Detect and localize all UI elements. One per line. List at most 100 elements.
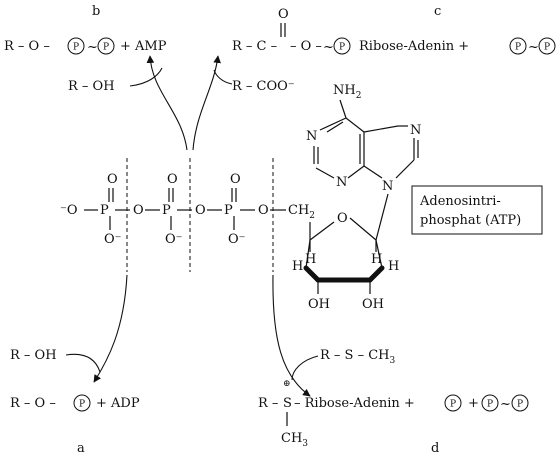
reaction-d-charge: ⊕ bbox=[283, 379, 291, 389]
reaction-b-substrate: R – OH bbox=[68, 79, 115, 94]
reaction-d-ribose: – Ribose-Adenin + bbox=[294, 396, 415, 411]
reaction-d-substrate: R – S – CH3 bbox=[320, 348, 396, 366]
atp-label-box: Adenosintri- phosphat (ATP) bbox=[411, 185, 543, 235]
bond bbox=[347, 165, 365, 179]
bond bbox=[375, 239, 383, 269]
ribose-h1: H bbox=[305, 252, 316, 267]
atp-p1: P bbox=[100, 203, 109, 218]
reaction-a-ro: R – O – bbox=[10, 396, 56, 411]
atp-o-neg2: O⁻ bbox=[165, 232, 183, 247]
arrow-substrate-b bbox=[129, 67, 163, 87]
reaction-a-substrate: R – OH bbox=[10, 348, 57, 363]
arrow-substrate-d bbox=[291, 355, 319, 381]
atp-o-top2: O bbox=[167, 172, 178, 187]
atp-o-neg1: O⁻ bbox=[104, 232, 122, 247]
atp-o-bridge1: O bbox=[133, 203, 144, 218]
phosphate-circle bbox=[481, 394, 499, 412]
reaction-d-plus: + bbox=[468, 396, 479, 411]
arrow-to-a bbox=[93, 274, 128, 383]
phosphate-p: P bbox=[544, 43, 550, 53]
bond bbox=[319, 117, 347, 131]
reaction-d-product: R – ⊕ S CH3 – Ribose-Adenin + P + P ~ P bbox=[258, 379, 529, 449]
phosphate-circle bbox=[333, 37, 351, 55]
reaction-c-side-product: Ribose-Adenin + P ~ P bbox=[359, 37, 556, 55]
bond bbox=[305, 239, 311, 269]
reaction-c-substrate: R – COO⁻ bbox=[232, 79, 295, 94]
adenine-n7: N bbox=[410, 123, 421, 138]
reaction-c-product: R – C – O – O – ~ P bbox=[232, 7, 351, 55]
atp-o-top3: O bbox=[230, 172, 241, 187]
ribose-h4: H bbox=[388, 259, 399, 274]
phosphate-p: P bbox=[339, 43, 345, 53]
ribose-bold-bond bbox=[367, 265, 385, 283]
atp-p3: P bbox=[224, 203, 233, 218]
ribose-h3: H bbox=[292, 259, 303, 274]
reaction-b-product: R – O – P ~ P + AMP bbox=[4, 37, 167, 55]
reaction-c-tilde-2: ~ bbox=[528, 40, 539, 55]
bond bbox=[309, 221, 335, 241]
adenine-nh2: NH2 bbox=[333, 83, 361, 101]
atp-o-neg3: O⁻ bbox=[228, 232, 246, 247]
bond bbox=[339, 99, 347, 119]
reaction-d-s: S bbox=[283, 396, 292, 411]
bond bbox=[395, 159, 415, 179]
reaction-d-r: R – bbox=[258, 396, 278, 411]
arrow-substrate-c bbox=[213, 69, 233, 85]
reaction-c-ester-o: – O – bbox=[290, 39, 322, 54]
atp-box-line2: phosphat (ATP) bbox=[420, 213, 521, 228]
ribose-ring: O H H H H OH OH bbox=[292, 193, 399, 312]
atp-o-top1: O bbox=[107, 172, 118, 187]
atp-box-frame bbox=[411, 185, 543, 235]
arrow-to-d bbox=[272, 274, 311, 397]
adenine-n3: N bbox=[336, 175, 347, 190]
reaction-c-ribose: Ribose-Adenin + bbox=[359, 39, 469, 54]
label-d: d bbox=[431, 441, 439, 456]
adenine-n1: N bbox=[306, 129, 317, 144]
phosphate-p: P bbox=[103, 43, 109, 53]
adenine-n9: N bbox=[382, 179, 393, 194]
ribose-h2: H bbox=[371, 252, 382, 267]
reaction-a-product: R – O – P + ADP bbox=[10, 394, 140, 412]
phosphate-p: P bbox=[517, 400, 523, 410]
bond bbox=[363, 165, 383, 179]
atp-ch2: CH2 bbox=[288, 203, 315, 221]
atp-o-bridge3: O bbox=[258, 203, 269, 218]
arrow-to-c bbox=[192, 55, 221, 151]
reaction-d-tilde: ~ bbox=[500, 397, 511, 412]
arrow-to-b bbox=[146, 55, 188, 151]
atp-o-minus: ⁻O bbox=[60, 203, 78, 218]
ribose-oh2: OH bbox=[362, 297, 384, 312]
phosphate-p: P bbox=[487, 400, 493, 410]
atp-box-line1: Adenosintri- bbox=[419, 194, 501, 209]
arrow-substrate-a bbox=[65, 353, 101, 373]
reaction-c-rc: R – C – bbox=[232, 39, 277, 54]
ribose-oh1: OH bbox=[308, 297, 330, 312]
bond bbox=[326, 121, 344, 133]
label-a: a bbox=[77, 441, 85, 456]
phosphate-circle bbox=[67, 37, 85, 55]
label-c: c bbox=[434, 4, 441, 19]
reaction-c-carbonyl-o: O bbox=[278, 7, 289, 22]
reaction-a-adp: + ADP bbox=[96, 396, 140, 411]
reaction-b-tilde: ~ bbox=[87, 40, 98, 55]
bond bbox=[345, 117, 365, 133]
bond bbox=[363, 125, 399, 133]
phosphate-circle bbox=[511, 394, 529, 412]
phosphate-p: P bbox=[515, 43, 521, 53]
phosphate-circle bbox=[444, 394, 462, 412]
phosphate-p: P bbox=[450, 400, 456, 410]
phosphate-p: P bbox=[73, 43, 79, 53]
ribose-bold-bond bbox=[303, 265, 321, 283]
adenine: NH2 N N N N bbox=[306, 83, 421, 194]
atp-o-bridge2: O bbox=[195, 203, 206, 218]
atp-phosphate-chain: ⁻O P O O⁻ O P O O⁻ O P O O⁻ O CH2 bbox=[60, 172, 315, 247]
phosphate-circle bbox=[97, 37, 115, 55]
phosphate-p: P bbox=[79, 400, 85, 410]
reaction-c-tilde: ~ bbox=[323, 40, 334, 55]
ribose-o: O bbox=[337, 211, 348, 226]
phosphate-circle bbox=[509, 37, 527, 55]
phosphate-circle bbox=[73, 394, 91, 412]
phosphate-circle bbox=[538, 37, 556, 55]
